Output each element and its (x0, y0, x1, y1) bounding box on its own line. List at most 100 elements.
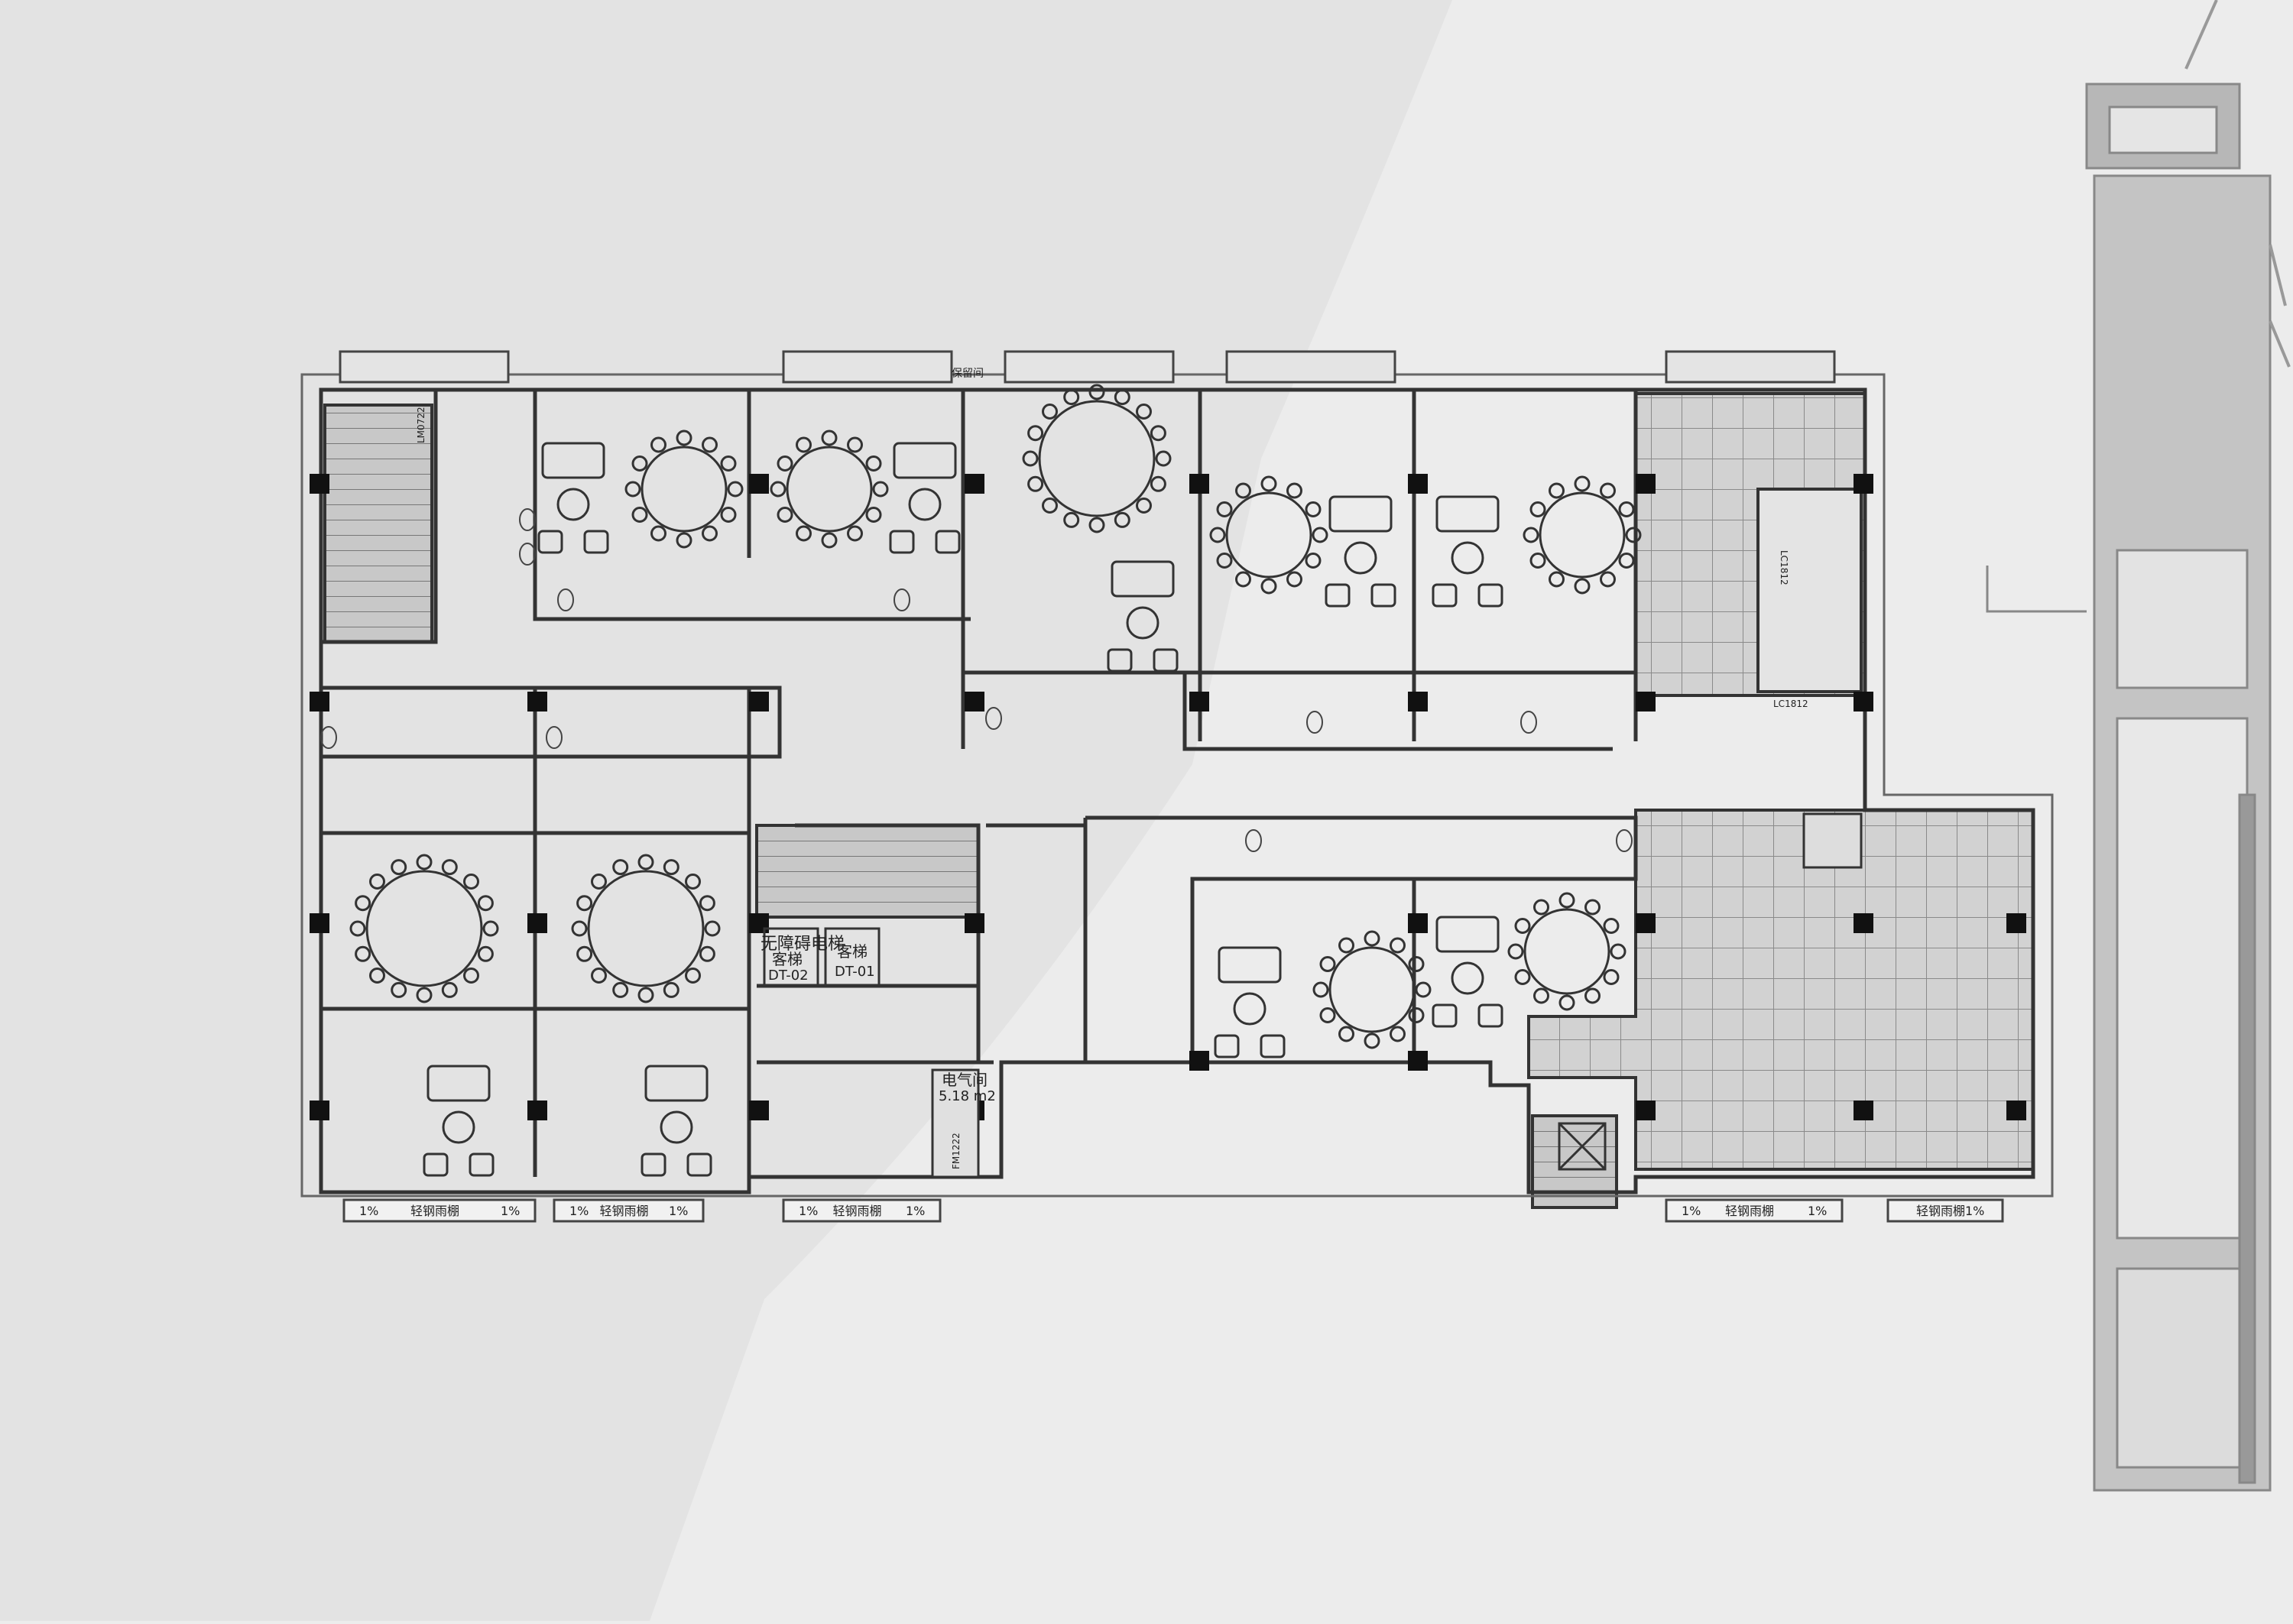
chair (1216, 553, 1233, 569)
elevator-shafts (763, 927, 1607, 1178)
chair (1088, 384, 1105, 400)
chair (1027, 475, 1044, 492)
chair (1558, 994, 1575, 1011)
elevator-a-label: 客梯 (772, 950, 803, 968)
chair (1155, 450, 1172, 467)
canopy-label: 轻钢雨棚1% (1916, 1204, 1984, 1218)
armchair (1153, 648, 1179, 673)
chair (369, 968, 385, 984)
chair (1533, 987, 1549, 1004)
chair (1305, 501, 1322, 517)
chair (821, 532, 838, 549)
chair (463, 874, 479, 890)
chair (1549, 571, 1565, 588)
canopy-slope-left: 1% (799, 1204, 818, 1218)
chair (1600, 571, 1616, 588)
chair (676, 430, 692, 446)
canopy (553, 1198, 705, 1223)
chair (631, 507, 648, 523)
chair (591, 968, 607, 984)
chair (576, 945, 593, 962)
chair (391, 981, 407, 998)
chair (1603, 969, 1620, 985)
chair (591, 874, 607, 890)
north-windows (339, 350, 1836, 384)
chair (1618, 553, 1635, 569)
round-table (1225, 491, 1312, 579)
building-outline (300, 373, 2054, 1198)
electrical-room-label: 电气间 (942, 1071, 988, 1089)
chair (1574, 578, 1591, 595)
canopy-slope-right: 1% (501, 1204, 520, 1218)
round-table (1523, 908, 1610, 995)
chair (391, 859, 407, 876)
chair (1533, 899, 1549, 916)
chair (612, 981, 629, 998)
chair (1603, 918, 1620, 934)
chair (865, 455, 882, 472)
roof-light-well (1756, 488, 1863, 693)
chair (663, 859, 679, 876)
chair (865, 507, 882, 523)
armchair (1260, 1034, 1286, 1058)
coffee-table (660, 1110, 693, 1144)
chair (1338, 937, 1354, 954)
chair (796, 436, 812, 453)
chair (1529, 553, 1546, 569)
reserved-room-label: 保留间 (952, 368, 984, 380)
chair (702, 436, 718, 453)
chair (1312, 981, 1329, 998)
chair (699, 945, 715, 962)
coffee-table (1451, 541, 1484, 575)
round-table (641, 446, 728, 533)
electrical-room-area: 5.18 m2 (939, 1088, 996, 1104)
chair (1514, 969, 1531, 985)
coffee-table (1233, 992, 1267, 1026)
door-tag-lc1812-b: LC1812 (1773, 699, 1808, 709)
chair (1235, 571, 1251, 588)
stair-central (755, 824, 980, 919)
chair (1286, 482, 1302, 499)
canopy-slope-left: 1% (359, 1204, 378, 1218)
chair (704, 920, 721, 937)
chair (1114, 511, 1130, 528)
chair (1364, 1032, 1380, 1049)
round-table (786, 446, 873, 533)
chair (1600, 482, 1616, 499)
chair (1136, 498, 1152, 514)
coffee-table (1451, 961, 1484, 995)
chair (1507, 943, 1524, 960)
plan-labels: 无障碍电梯 客梯 DT-02 客梯 DT-01 电气间 5.18 m2 保留间 … (416, 368, 1808, 1169)
chair (1584, 987, 1601, 1004)
door-tag-lm0722: LM0722 (416, 407, 426, 443)
canopy-label: 轻钢雨棚 (600, 1204, 649, 1218)
chair (1027, 425, 1044, 442)
chair (576, 895, 593, 912)
armchair (469, 1152, 495, 1177)
chair (1514, 918, 1531, 934)
adjacent-building (1986, 0, 2291, 1492)
chair (355, 895, 371, 912)
chair (847, 525, 863, 542)
canopy (342, 1198, 537, 1223)
chair (355, 945, 371, 962)
sofa (644, 1065, 709, 1102)
chair (1523, 527, 1539, 543)
ne-vent-box (1802, 812, 1863, 869)
coffee-table (442, 1110, 475, 1144)
chair (624, 481, 641, 498)
canopy-slope-right: 1% (1808, 1204, 1827, 1218)
sofa (893, 442, 957, 479)
sofa (1111, 560, 1175, 598)
chair (1338, 1026, 1354, 1042)
chair (612, 859, 629, 876)
chair (685, 968, 701, 984)
elevator-a-id: DT-02 (768, 968, 809, 984)
chair (1319, 956, 1336, 972)
chair (1260, 475, 1277, 492)
canopy (1665, 1198, 1844, 1223)
washroom-fixtures (320, 508, 1633, 852)
chair (770, 481, 786, 498)
